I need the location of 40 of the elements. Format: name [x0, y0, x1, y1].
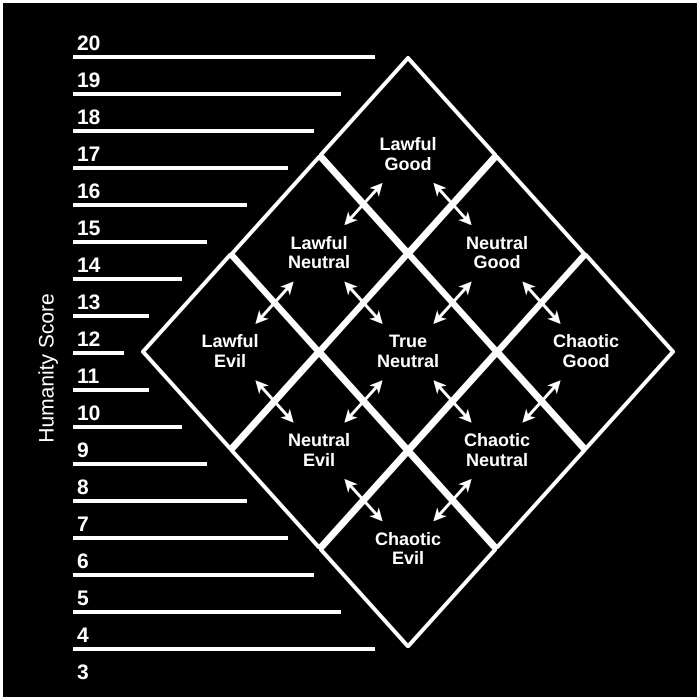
score-number: 11	[77, 366, 100, 387]
score-number: 4	[77, 625, 89, 646]
double-arrow	[433, 282, 472, 324]
score-number: 8	[77, 477, 89, 498]
alignment-label: Chaotic Evil	[375, 530, 441, 570]
double-arrow	[255, 380, 294, 423]
double-arrow	[522, 282, 561, 324]
double-arrow	[433, 182, 472, 226]
score-number: 12	[77, 329, 100, 350]
score-number: 10	[77, 403, 100, 424]
double-arrow	[344, 182, 383, 226]
score-number: 13	[77, 292, 100, 313]
alignment-label: Lawful Neutral	[286, 234, 351, 274]
score-number: 15	[77, 218, 100, 239]
double-arrow	[522, 380, 561, 423]
alignment-label: Lawful Evil	[200, 332, 260, 372]
alignment-label: Chaotic Neutral	[464, 430, 530, 471]
score-number: 17	[77, 144, 100, 165]
score-number: 20	[77, 33, 100, 54]
axis-title: Humanity Score	[36, 293, 58, 443]
alignment-label: Lawful Good	[378, 134, 438, 174]
double-arrow	[433, 380, 472, 423]
double-arrow	[255, 282, 294, 324]
score-number: 16	[77, 181, 100, 202]
score-number: 7	[77, 514, 89, 535]
alignment-label: Neutral Good	[464, 234, 529, 274]
alignment-label: Neutral Evil	[286, 430, 351, 471]
score-number: 14	[77, 255, 100, 276]
double-arrow	[344, 282, 383, 324]
double-arrow	[344, 380, 383, 423]
alignment-label: Chaotic Good	[553, 332, 619, 372]
score-number: 9	[77, 440, 89, 461]
score-number: 5	[77, 588, 89, 609]
double-arrow	[433, 478, 472, 522]
score-number: 19	[77, 70, 100, 91]
score-number: 3	[77, 662, 89, 683]
alignment-label: True Neutral	[376, 332, 440, 372]
double-arrow	[344, 478, 383, 522]
score-number: 18	[77, 107, 100, 128]
score-number: 6	[77, 551, 89, 572]
